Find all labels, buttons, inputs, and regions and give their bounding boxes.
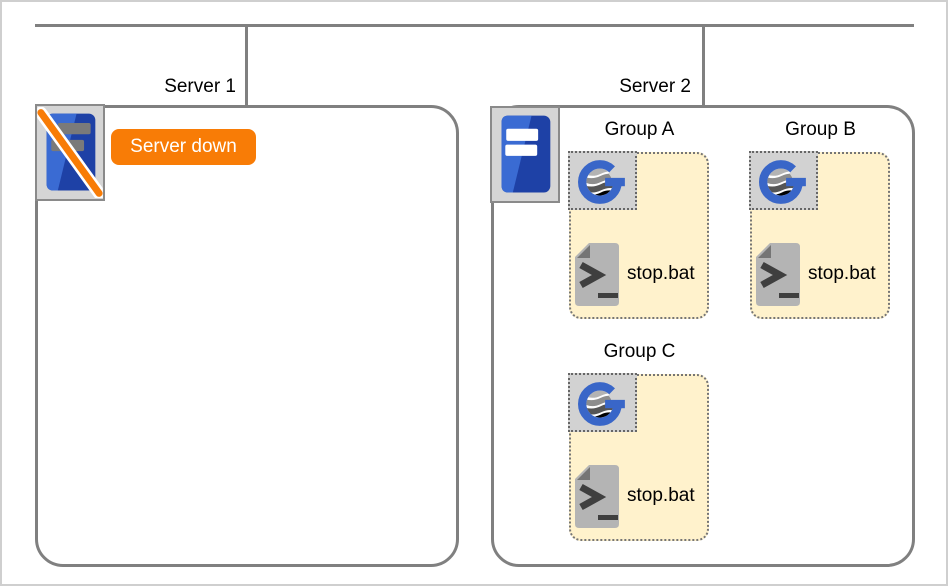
gateway-icon (568, 373, 637, 432)
group-c-label: Group C (603, 341, 676, 362)
gateway-icon (749, 151, 818, 210)
group-b-script-label: stop.bat (808, 263, 876, 284)
group-a: Group A stop.bat (568, 117, 710, 347)
server1-box (35, 105, 459, 567)
group-c-script-label: stop.bat (627, 485, 695, 506)
group-a-label: Group A (604, 119, 675, 140)
connector-server2 (702, 24, 705, 105)
server-down-badge: Server down (111, 129, 256, 165)
server1-down-icon (35, 104, 105, 201)
gateway-icon (568, 151, 637, 210)
batch-file-icon (574, 242, 620, 307)
network-bus-line (35, 24, 914, 27)
server2-label: Server 2 (619, 76, 691, 97)
server1-label: Server 1 (164, 76, 236, 97)
group-a-script-label: stop.bat (627, 263, 695, 284)
group-b: Group B stop.bat (749, 117, 891, 347)
group-c: Group C stop.bat (568, 339, 710, 569)
connector-server1 (245, 24, 248, 105)
group-b-label: Group B (785, 119, 856, 140)
batch-file-icon (755, 242, 801, 307)
batch-file-icon (574, 464, 620, 529)
server2-up-icon (490, 106, 560, 203)
